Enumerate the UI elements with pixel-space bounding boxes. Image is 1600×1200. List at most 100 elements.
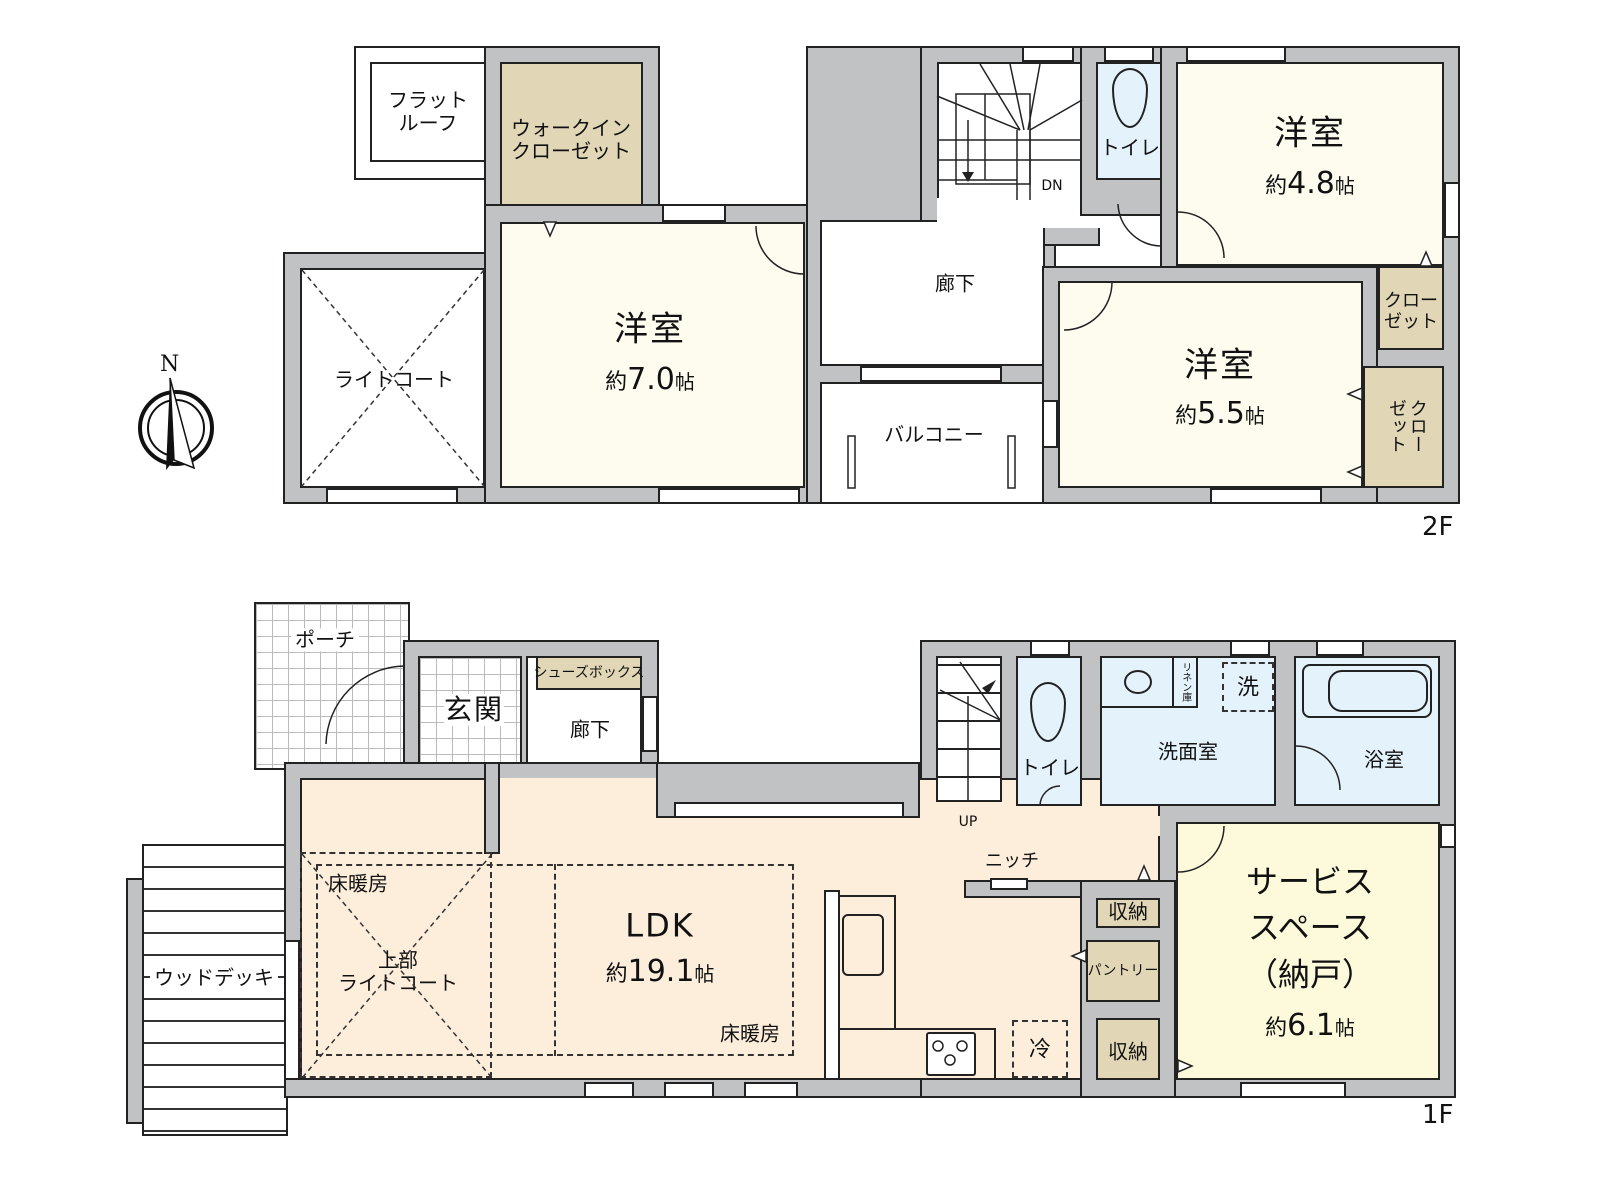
- closet-2f-a: [1378, 266, 1444, 350]
- wall-1f-ldk-pillar: [484, 762, 500, 854]
- niche: [990, 878, 1028, 890]
- light-court-label: ライトコート: [334, 367, 454, 392]
- wood-deck: [142, 844, 288, 1136]
- washbasin-icon: [1124, 670, 1152, 694]
- ldk-name: LDK: [625, 906, 695, 945]
- walk-in-closet: [500, 62, 643, 206]
- bathtub-icon: [1302, 664, 1432, 718]
- window-2f-bedroom-b-side: [1444, 182, 1460, 238]
- balcony-label: バルコニー: [884, 422, 984, 447]
- hallway-1f-label: 廊下: [570, 717, 610, 742]
- toilet-1f-bowl-icon: [1030, 682, 1066, 742]
- shoe-box-label: シューズボックス: [533, 664, 645, 681]
- service-space-area: 約6.1帖: [1265, 1007, 1355, 1043]
- washroom-label: 洗面室: [1158, 739, 1218, 764]
- closet-2f-a-label: クロー ゼット: [1384, 290, 1438, 332]
- window-2f-bedroom-b: [1186, 46, 1286, 62]
- walk-in-closet-label: ウォークイン クローゼット: [511, 116, 631, 163]
- flat-roof-inner: [370, 62, 488, 162]
- toilet-2f-bowl-icon: [1112, 68, 1148, 128]
- ldk-area: 約19.1帖: [605, 953, 715, 989]
- entrance-label: 玄関: [443, 692, 505, 727]
- upper-light-court-cross-icon: [301, 853, 493, 1079]
- bathtub-inner: [1328, 670, 1428, 712]
- storage-a: [1096, 898, 1160, 928]
- window-2f-bedroom-c: [1210, 488, 1322, 504]
- floor-heating-label-b: 床暖房: [720, 1021, 780, 1046]
- stairs-2f-icon: [936, 63, 1083, 200]
- window-1f-service-side: [1440, 824, 1456, 848]
- service-space: [1176, 822, 1440, 1080]
- stove-burner-icons: [932, 1040, 968, 1066]
- bedroom-7-0-name: 洋室: [614, 309, 686, 350]
- washer-space: [1222, 662, 1274, 712]
- window-2f-lightcourt: [326, 488, 458, 504]
- compass-arrow-icon: [138, 377, 214, 470]
- bedroom-4-8-name: 洋室: [1274, 113, 1346, 154]
- window-2f-bedroom-a: [658, 488, 800, 504]
- linen-closet: [1172, 656, 1198, 708]
- niche-label: ニッチ: [985, 850, 1039, 872]
- window-1f-ldk-bottom-b: [664, 1082, 714, 1098]
- window-1f-washroom: [1230, 640, 1270, 656]
- bedroom-4-8-area: 約4.8帖: [1265, 165, 1355, 201]
- ldk-upper-fill: [500, 778, 656, 802]
- bedroom-5-5: [1058, 281, 1363, 488]
- storage-b: [1096, 1018, 1160, 1080]
- window-2f-toilet: [1104, 46, 1154, 62]
- window-2f-wic: [662, 204, 726, 222]
- window-1f-ldk-bottom-a: [584, 1082, 634, 1098]
- wood-deck-label: ウッドデッキ: [150, 966, 278, 990]
- window-1f-bath: [1316, 640, 1364, 656]
- compass-north-label: N: [160, 352, 180, 377]
- porch-label: ポーチ: [291, 628, 359, 652]
- window-1f-toilet: [1030, 640, 1070, 656]
- washer-label: 洗: [1236, 675, 1260, 701]
- fridge-label: 冷: [1028, 1037, 1052, 1063]
- bedroom-4-8: [1176, 62, 1444, 266]
- window-1f-ldk-bottom-c: [744, 1082, 798, 1098]
- window-1f-deck-door: [284, 940, 300, 1080]
- stairs-down-arrow-icon: [962, 172, 974, 182]
- bedroom-7-0: [500, 222, 805, 488]
- toilet-2f-label: トイレ: [1100, 135, 1160, 160]
- wood-deck-edge: [126, 878, 144, 1124]
- storage-b-label: 収納: [1108, 1039, 1148, 1064]
- closet-2f-b: [1363, 366, 1444, 488]
- closet-2f-b-label: クロー ゼット: [1386, 399, 1428, 453]
- window-2f-hall: [860, 366, 1002, 382]
- hallway-2f-label: 廊下: [935, 271, 975, 296]
- compass: N: [136, 352, 220, 476]
- floor-heating-label-a: 床暖房: [328, 871, 388, 896]
- storage-a-label: 収納: [1108, 899, 1148, 924]
- service-space-name: サービス スペース （納戸）: [1245, 862, 1375, 994]
- bathroom-label: 浴室: [1364, 747, 1404, 772]
- closet-door-markers: [542, 221, 1434, 1074]
- ldk-top-extension: [656, 816, 1160, 836]
- shoe-box: [536, 656, 642, 690]
- sink-icon: [842, 914, 884, 976]
- window-1f-service: [1240, 1082, 1346, 1098]
- stairs-1f-icon: [939, 661, 1001, 800]
- kitchen-counter-lower: [840, 1028, 996, 1080]
- stairs-1f-up: UP: [958, 813, 978, 830]
- bedroom-5-5-name: 洋室: [1184, 345, 1256, 386]
- window-2f-stairs: [1022, 46, 1074, 62]
- upper-light-court-label: 上部 ライトコート: [338, 948, 458, 995]
- ldk-floor-heat-zone-a: [300, 852, 492, 1078]
- bedroom-7-0-area: 約7.0帖: [605, 361, 695, 397]
- pantry: [1086, 940, 1160, 1002]
- stove-icon: [926, 1032, 976, 1076]
- kitchen-counter-wall: [824, 890, 840, 1080]
- stairs-2f-dn: DN: [1041, 177, 1063, 194]
- door-swing-arcs: [325, 203, 1341, 873]
- stairs-1f: [936, 656, 1002, 802]
- linen-closet-label: リネン庫: [1179, 662, 1191, 702]
- flat-roof-label: フラット ルーフ: [388, 88, 468, 135]
- ldk-floor-heat-zone-c: [554, 864, 794, 1056]
- window-2f-bedroom-c-side: [1042, 400, 1058, 448]
- floor-1-label: 1F: [1422, 1100, 1454, 1130]
- window-1f-hall-top: [674, 802, 904, 818]
- fridge-space: [1012, 1020, 1068, 1078]
